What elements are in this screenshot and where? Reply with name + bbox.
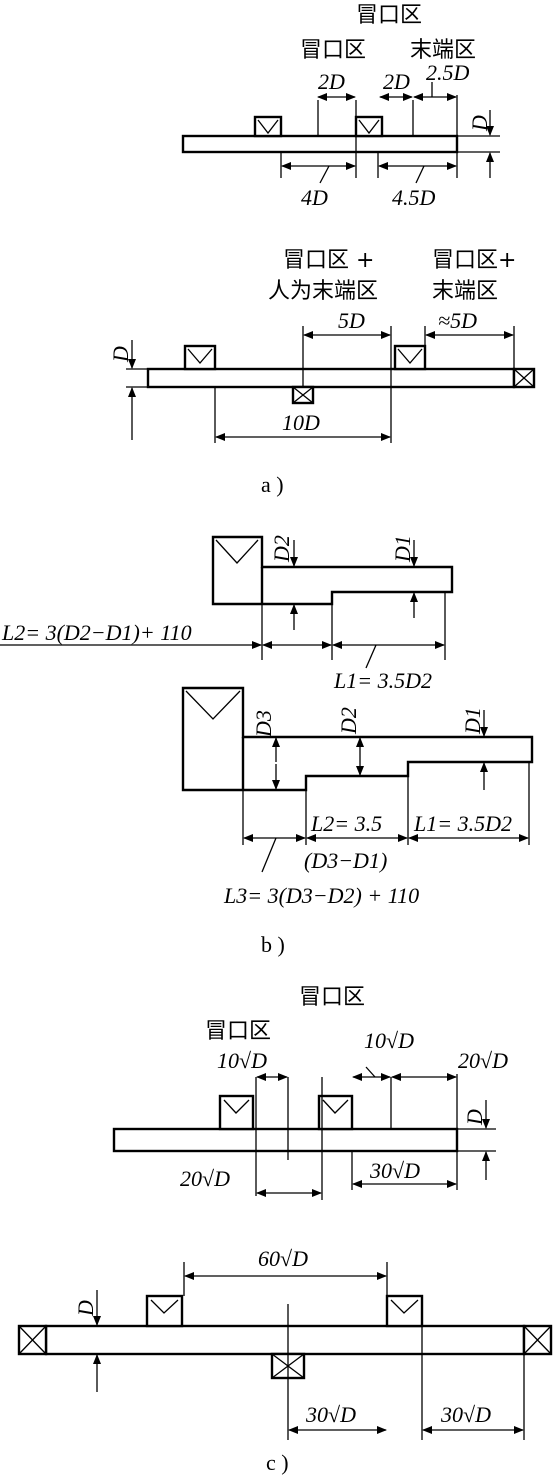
label-20rd-b: 20√D: [180, 1166, 230, 1191]
casting-plate: [146, 367, 516, 389]
riser-2: [385, 1294, 424, 1328]
riser-1: [183, 344, 217, 371]
label-d: D: [467, 115, 492, 132]
label-10rd-b: 10√D: [364, 1028, 414, 1053]
chill-end: [512, 367, 536, 389]
formula-l1: L1= 3.5D2: [333, 668, 432, 693]
riser-notch: [215, 539, 259, 564]
label-riser-zone: 冒口区: [299, 985, 365, 1010]
stepped-casting: [181, 686, 534, 792]
label-2d-a: 2D: [318, 69, 345, 94]
panel-a-top: 冒口区 冒口区 末端区 2D 2D 2.5D D 4D 4.5D: [181, 3, 500, 210]
label-d: D: [73, 1300, 98, 1317]
caption-b: b ): [261, 932, 285, 957]
label-30rd-b: 30√D: [440, 1402, 491, 1427]
label-d2: D2: [269, 535, 294, 563]
panel-b-bottom: D3 D2 D1 L2= 3.5 (D3−D1) L1= 3.5D2 L3= 3…: [181, 686, 534, 957]
label-2d-b: 2D: [383, 69, 410, 94]
chill-left: [17, 1324, 48, 1356]
label-10d: 10D: [282, 410, 320, 435]
label-d2: D2: [336, 707, 361, 735]
riser-2: [354, 115, 384, 138]
label-d: D: [462, 1109, 487, 1126]
caption-c: c ): [266, 1450, 289, 1475]
label-5d: 5D: [338, 308, 365, 333]
label-d: D: [108, 346, 133, 363]
chill-right: [522, 1324, 553, 1356]
label-d3: D3: [251, 710, 276, 738]
riser-notch: [185, 690, 241, 720]
riser-1: [218, 1094, 255, 1131]
label-60rd: 60√D: [258, 1246, 308, 1271]
casting-plate: [112, 1127, 459, 1153]
riser-2: [393, 344, 427, 371]
label-riser-zone-plus: 冒口区 +: [283, 248, 374, 273]
label-d1: D1: [460, 707, 485, 735]
casting-plate: [44, 1324, 526, 1356]
stepped-casting: [211, 535, 454, 606]
label-d1: D1: [390, 535, 415, 563]
label-end-zone: 末端区: [410, 38, 476, 63]
label-10rd-a: 10√D: [217, 1048, 267, 1073]
panel-b-top: D2 D1 L2= 3(D2−D1)+ 110 L1= 3.5D2: [0, 535, 454, 693]
formula-l1: L1= 3.5D2: [413, 811, 512, 836]
label-2-5d: 2.5D: [426, 60, 470, 85]
riser-1: [145, 1294, 184, 1328]
riser-2: [317, 1094, 354, 1131]
label-20rd-a: 20√D: [458, 1048, 508, 1073]
label-end-zone-right: 末端区: [432, 279, 498, 304]
label-riser-zone-left: 冒口区: [300, 38, 366, 63]
label-riser-zone: 冒口区: [356, 3, 422, 28]
formula-l2: L2= 3.5: [310, 811, 382, 836]
formula-l3: L3= 3(D3−D2) + 110: [223, 883, 419, 908]
casting-plate: [181, 134, 459, 154]
label-4d: 4D: [301, 185, 328, 210]
label-riser-zone-left: 冒口区: [205, 1019, 271, 1044]
label-artificial-end-zone: 人为末端区: [268, 279, 378, 304]
riser-1: [253, 115, 283, 138]
formula-l2: L2= 3(D2−D1)+ 110: [1, 620, 192, 645]
chill-bottom: [291, 385, 315, 405]
label-30rd-a: 30√D: [305, 1402, 356, 1427]
panel-c-top: 冒口区 冒口区 10√D 10√D 20√D D 20√D 30√D: [112, 985, 508, 1200]
formula-l2-part2: (D3−D1): [304, 848, 387, 873]
panel-c-bottom: 60√D D 30√D 30√D c ): [17, 1246, 553, 1475]
panel-a-bottom: 冒口区 + 人为末端区 冒口区+ 末端区 5D ≈5D D 10D a ): [108, 248, 536, 497]
label-riser-zone-plus-right: 冒口区+: [432, 248, 516, 273]
label-30rd: 30√D: [369, 1158, 420, 1183]
caption-a: a ): [261, 472, 284, 497]
label-approx-5d: ≈5D: [438, 308, 477, 333]
label-4-5d: 4.5D: [392, 185, 436, 210]
